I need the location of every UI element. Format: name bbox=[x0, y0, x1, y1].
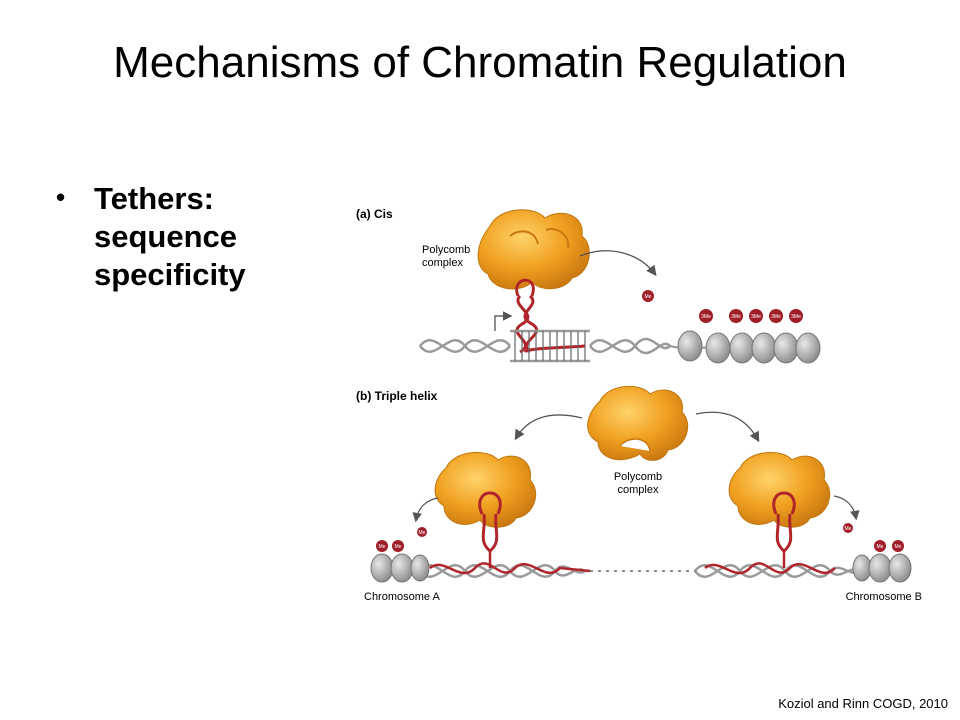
svg-text:Me: Me bbox=[877, 544, 884, 550]
svg-text:3Me: 3Me bbox=[731, 314, 741, 320]
polycomb-complex-icon bbox=[477, 209, 590, 290]
polycomb-label-a-line2: complex bbox=[422, 257, 463, 269]
svg-text:3Me: 3Me bbox=[771, 314, 781, 320]
chromatin-diagram: (a) Cis Polycomb complex Me bbox=[356, 207, 922, 603]
svg-text:Me: Me bbox=[395, 544, 402, 550]
citation: Koziol and Rinn COGD, 2010 bbox=[778, 696, 948, 711]
bullet-dot-icon: • bbox=[56, 182, 66, 212]
svg-text:Me: Me bbox=[379, 544, 386, 550]
nucleosome-array bbox=[852, 553, 912, 583]
slide-title: Mechanisms of Chromatin Regulation bbox=[113, 38, 847, 87]
polycomb-label-a-line1: Polycomb bbox=[422, 244, 470, 256]
chromosome-b-label: Chromosome B bbox=[846, 591, 922, 603]
svg-text:Me: Me bbox=[845, 526, 852, 532]
methyl-marks-b-right: Me Me Me bbox=[843, 523, 904, 552]
svg-text:Me: Me bbox=[419, 530, 426, 536]
svg-text:3Me: 3Me bbox=[751, 314, 761, 320]
svg-text:Me: Me bbox=[895, 544, 902, 550]
svg-text:3Me: 3Me bbox=[791, 314, 801, 320]
arrow-right-icon bbox=[695, 411, 760, 443]
nucleosome-array bbox=[669, 330, 821, 364]
chromosome-a-label: Chromosome A bbox=[364, 591, 440, 603]
dna-helix bbox=[419, 329, 671, 363]
rna-strand bbox=[478, 491, 796, 553]
rna-strand bbox=[515, 278, 586, 354]
polycomb-label-b-line1: Polycomb bbox=[614, 471, 662, 483]
dna-bases bbox=[514, 331, 586, 361]
dna-helix bbox=[694, 551, 861, 578]
promoter-arrow-icon bbox=[494, 311, 513, 331]
panel-a-label: (a) Cis bbox=[356, 207, 393, 221]
panel-b-label: (b) Triple helix bbox=[356, 389, 438, 403]
dna-helix bbox=[419, 551, 591, 578]
svg-text:3Me: 3Me bbox=[701, 314, 711, 320]
methyl-marks-b-left: Me Me Me bbox=[376, 527, 427, 552]
bullet-text: Tethers: sequence specificity bbox=[94, 180, 294, 293]
chromatin-figure: (a) Cis Polycomb complex Me bbox=[350, 196, 930, 621]
svg-text:Me: Me bbox=[645, 294, 652, 300]
polycomb-complex-icon bbox=[434, 451, 537, 528]
polycomb-complex-icon bbox=[587, 385, 689, 461]
nucleosome-array bbox=[370, 553, 430, 583]
arrow-left-icon bbox=[514, 414, 583, 441]
bullet-line-2: sequence bbox=[94, 218, 238, 254]
arrow-icon bbox=[579, 250, 657, 277]
polycomb-label-b-line2: complex bbox=[618, 484, 659, 496]
arrow-icon bbox=[833, 495, 860, 521]
methyl-mark-icon: Me bbox=[642, 290, 654, 302]
polycomb-complex-icon bbox=[728, 451, 831, 528]
bullet-line-1: Tethers: bbox=[94, 181, 215, 216]
arrow-icon bbox=[412, 497, 439, 523]
methyl-marks-a: 3Me 3Me 3Me 3Me 3Me bbox=[699, 309, 803, 323]
bullet-line-3: specificity bbox=[94, 256, 246, 292]
